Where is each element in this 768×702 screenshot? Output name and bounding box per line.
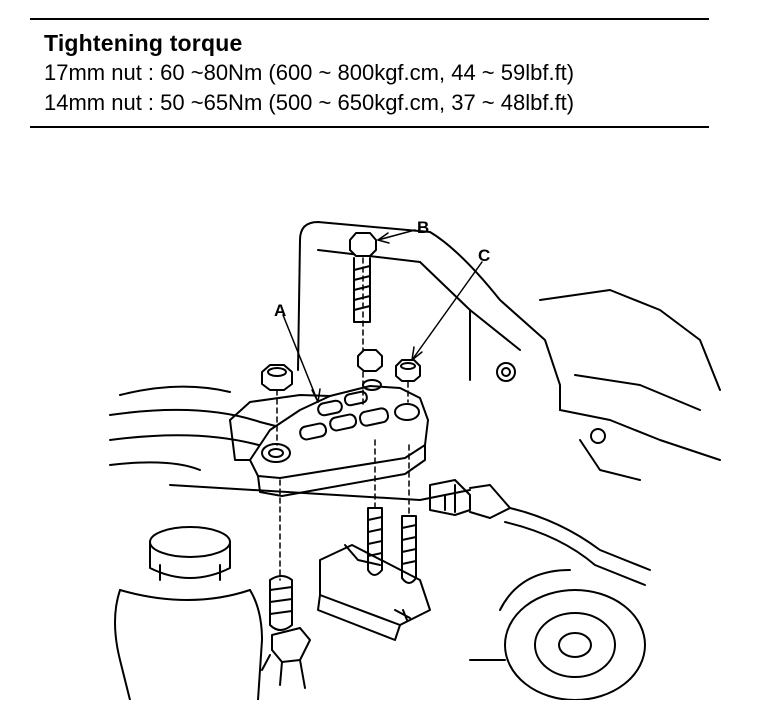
engine-mount-illustration: A B C <box>0 140 768 700</box>
spec-heading: Tightening torque <box>44 30 243 56</box>
mounting-bracket <box>229 379 429 497</box>
lower-clip <box>261 627 311 689</box>
support-block <box>317 544 431 641</box>
mount-nuts <box>261 349 421 391</box>
guide-lines <box>276 257 410 581</box>
callout-b: B <box>417 218 429 237</box>
mount-bolt <box>349 232 377 323</box>
spec-line-14mm: 14mm nut : 50 ~65Nm (500 ~ 650kgf.cm, 37… <box>44 90 575 115</box>
spec-line-17mm: 17mm nut : 60 ~80Nm (600 ~ 800kgf.cm, 44… <box>44 60 575 85</box>
reservoir <box>114 526 263 700</box>
callout-c: C <box>478 246 490 265</box>
callout-a: A <box>274 301 286 320</box>
bottom-rule <box>30 126 709 128</box>
torque-spec-box: Tightening torque 17mm nut : 60 ~80Nm (6… <box>44 28 704 118</box>
callout-leaders <box>282 229 483 403</box>
pulley <box>469 569 646 700</box>
cable-connector <box>429 479 651 586</box>
mount-studs <box>269 507 417 631</box>
hose-line <box>109 385 471 501</box>
top-rule <box>30 18 709 20</box>
